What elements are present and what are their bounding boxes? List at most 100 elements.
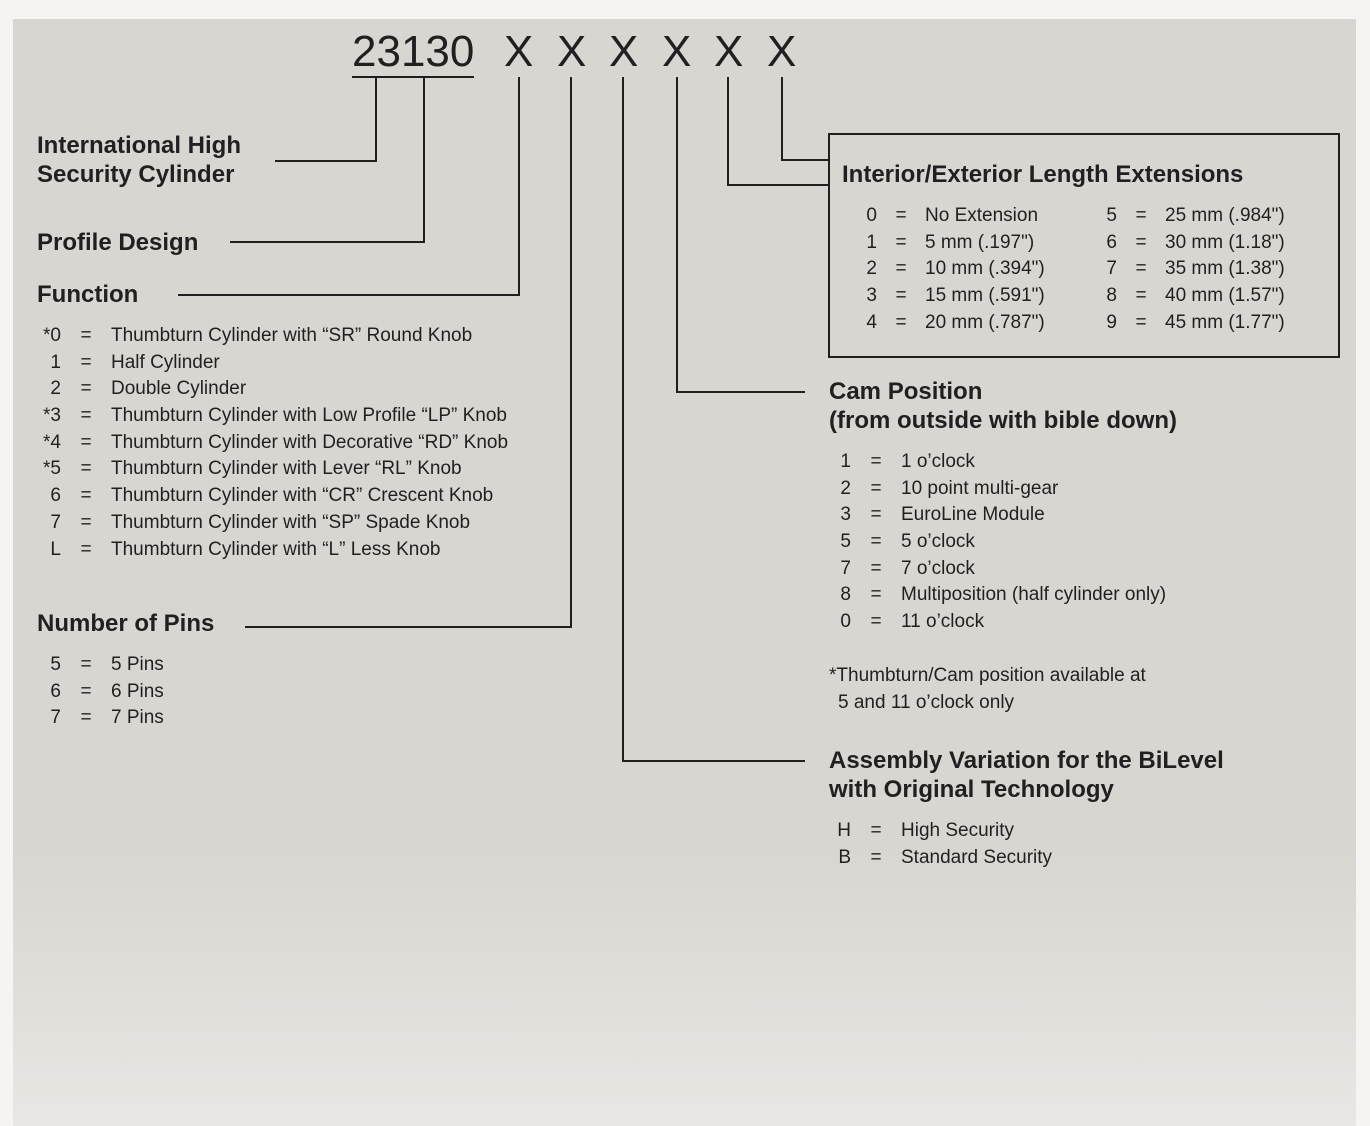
connector-function-v [518,77,520,296]
cam-item-code: 7 [840,557,851,579]
extension-item-equals: = [895,311,907,333]
function-item-equals: = [80,431,92,453]
function-item-equals: = [80,325,92,346]
connector-international-v [375,77,377,162]
function-item: *3 = Thumbturn Cylinder with Low Profile “… [37,403,508,430]
extension-item-code: 2 [866,258,877,280]
pins-item-code: 7 [50,707,61,729]
extension-item-code: 7 [1106,258,1117,280]
assembly-item-code: H [837,820,851,841]
function-item-equals: = [80,511,92,533]
assembly-item-label: High Security [901,820,1014,841]
function-item-equals: = [80,405,92,427]
function-title: Function [37,281,139,308]
cam-item-equals: = [870,557,882,579]
international-title: International High Security Cylinder [37,132,241,188]
extension-item-label: 30 mm (1.18") [1165,231,1285,253]
cam-item-label: 7 o’clock [901,557,975,579]
slot-1: X [504,27,534,76]
extension-item-equals: = [1135,258,1147,280]
connector-extension-h2 [781,159,829,161]
pins-item-equals: = [80,680,92,702]
extension-item-code: 4 [866,311,877,333]
function-item-code: *0 [43,325,61,346]
function-item: 6=Thumbturn Cylinder with “CR” Crescent … [37,483,508,510]
extension-item: 5=25 mm (.984") [1102,203,1285,230]
cam-item-code: 8 [840,584,851,606]
function-item-label: Double Cylinder [111,378,247,400]
extension-item-code: 1 [866,231,877,253]
extension-item-label: 20 mm (.787") [925,311,1045,333]
extension-item-code: 3 [866,285,877,307]
function-item-label: Thumbturn Cylinder with “SP” Spade Knob [111,511,471,533]
pins-item-code: 5 [50,654,61,675]
function-item-code: *4 [43,431,61,453]
extension-item-equals: = [1135,285,1147,307]
cam-item-code: 1 [840,451,851,472]
function-item: *5=Thumbturn Cylinder with Lever “RL” Kn… [37,456,508,483]
connector-extension-v2 [781,77,783,161]
function-item-equals: = [80,458,92,480]
connector-cam-h [676,391,805,393]
part-number-base: 23130 [352,27,475,78]
function-item-label: Thumbturn Cylinder with “L” Less Knob [111,538,441,560]
pins-item: 7=7 Pins [37,705,164,732]
function-item-code: 6 [50,485,61,507]
cam-item-label: EuroLine Module [901,504,1045,526]
extension-item-equals: = [1135,205,1147,226]
extension-item: 1=5 mm (.197") [862,230,1045,257]
assembly-item: H = High Security [829,818,1052,845]
extension-item-label: No Extension [925,205,1039,226]
extension-item-equals: = [1135,311,1147,333]
cam-item: 7 = 7 o’clock [829,556,1166,583]
connector-extension-h1 [727,184,829,186]
cam-item-label: 5 o’clock [901,531,975,553]
cam-item-code: 0 [840,611,851,633]
function-item-code: *3 [43,405,61,427]
pins-item-label: 5 Pins [111,654,164,675]
function-item-label: Thumbturn Cylinder with Low Profile “LP”… [111,405,508,427]
extension-item-code: 8 [1106,285,1117,307]
extension-item-label: 45 mm (1.77") [1165,311,1285,333]
extension-item-code: 0 [866,205,877,226]
pins-item-code: 6 [50,680,61,702]
function-item-code: 7 [50,511,61,533]
connector-assembly-v [622,77,624,762]
assembly-item-equals: = [870,820,882,841]
connector-function-h [178,294,520,296]
extensions-list-right: 5=25 mm (.984")6=30 mm (1.18")7=35 mm (1… [1102,203,1285,336]
cam-item-code: 3 [840,504,851,526]
pins-item-equals: = [80,654,92,675]
extension-item-code: 6 [1106,231,1117,253]
function-item-equals: = [80,351,92,373]
cam-item-label: 1 o’clock [901,451,975,472]
cam-item: 5=5 o’clock [829,529,1166,556]
cam-item-equals: = [870,451,882,472]
function-item: *0=Thumbturn Cylinder with “SR” Round Kn… [37,323,508,350]
function-item-label: Half Cylinder [111,351,220,373]
pins-item: 5 = 5 Pins [37,652,164,679]
extensions-box [828,133,1340,358]
function-item: 1=Half Cylinder [37,350,508,377]
extension-item-label: 10 mm (.394") [925,258,1045,280]
slot-5: X [714,27,744,76]
extension-item-label: 5 mm (.197") [925,231,1035,253]
cam-note: *Thumbturn/Cam position available at 5 a… [829,665,1146,713]
cam-item: 8=Multiposition (half cylinder only) [829,582,1166,609]
function-item-label: Thumbturn Cylinder with Decorative “RD” … [111,431,509,453]
cam-item-equals: = [870,504,882,526]
extension-item: 4 = 20 mm (.787") [862,310,1045,337]
assembly-item-equals: = [870,846,882,868]
extension-item-label: 25 mm (.984") [1165,205,1285,226]
pins-title: Number of Pins [37,610,215,637]
connector-pins-h [245,626,572,628]
extension-item: 6=30 mm (1.18") [1102,230,1285,257]
extensions-title: Interior/Exterior Length Extensions [842,161,1244,188]
function-item: 7 = Thumbturn Cylinder with “SP” Spade Kno… [37,510,508,537]
cam-item: 0=11 o’clock [829,609,1166,636]
extension-item-label: 40 mm (1.57") [1165,285,1285,307]
part-number: 23130 [352,27,475,78]
pins-item-label: 7 Pins [111,707,164,729]
cam-item: 3 = EuroLine Module [829,502,1166,529]
